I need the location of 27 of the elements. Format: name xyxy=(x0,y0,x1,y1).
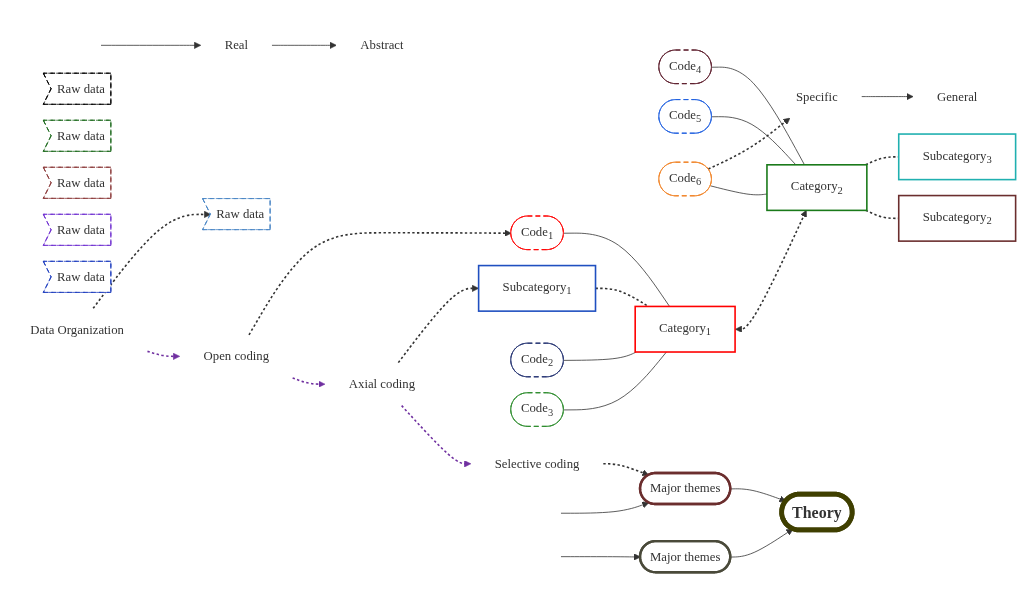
connector xyxy=(711,116,797,166)
node-text: Real xyxy=(224,38,249,52)
connector xyxy=(563,232,670,307)
node-box: Subcategory$_{2}$ xyxy=(897,194,1017,242)
node-text: General xyxy=(937,89,978,103)
connector xyxy=(711,66,805,166)
node-box: Category$_{1}$ xyxy=(634,305,736,353)
node-text: Selective coding xyxy=(494,456,580,471)
arrow xyxy=(707,117,791,170)
node-text: Data Organization xyxy=(30,322,124,337)
node-text: Abstract xyxy=(360,38,404,52)
connector xyxy=(563,351,637,361)
node-text: Open coding xyxy=(203,349,270,363)
node-box: Subcategory$_{3}$ xyxy=(897,133,1017,181)
connector xyxy=(563,351,667,411)
arrow xyxy=(602,463,650,477)
arrow xyxy=(735,210,807,333)
node-text: Axial coding xyxy=(348,376,416,391)
arrow xyxy=(397,284,479,364)
node-text: Specific xyxy=(796,89,838,103)
arrow xyxy=(291,377,326,388)
arrow xyxy=(92,210,212,310)
node-box: Subcategory$_{1}$ xyxy=(477,264,597,312)
arrow xyxy=(248,229,512,336)
arrow xyxy=(146,350,180,360)
arrow xyxy=(400,404,472,468)
node-box: Category$_{2}$ xyxy=(766,164,868,212)
